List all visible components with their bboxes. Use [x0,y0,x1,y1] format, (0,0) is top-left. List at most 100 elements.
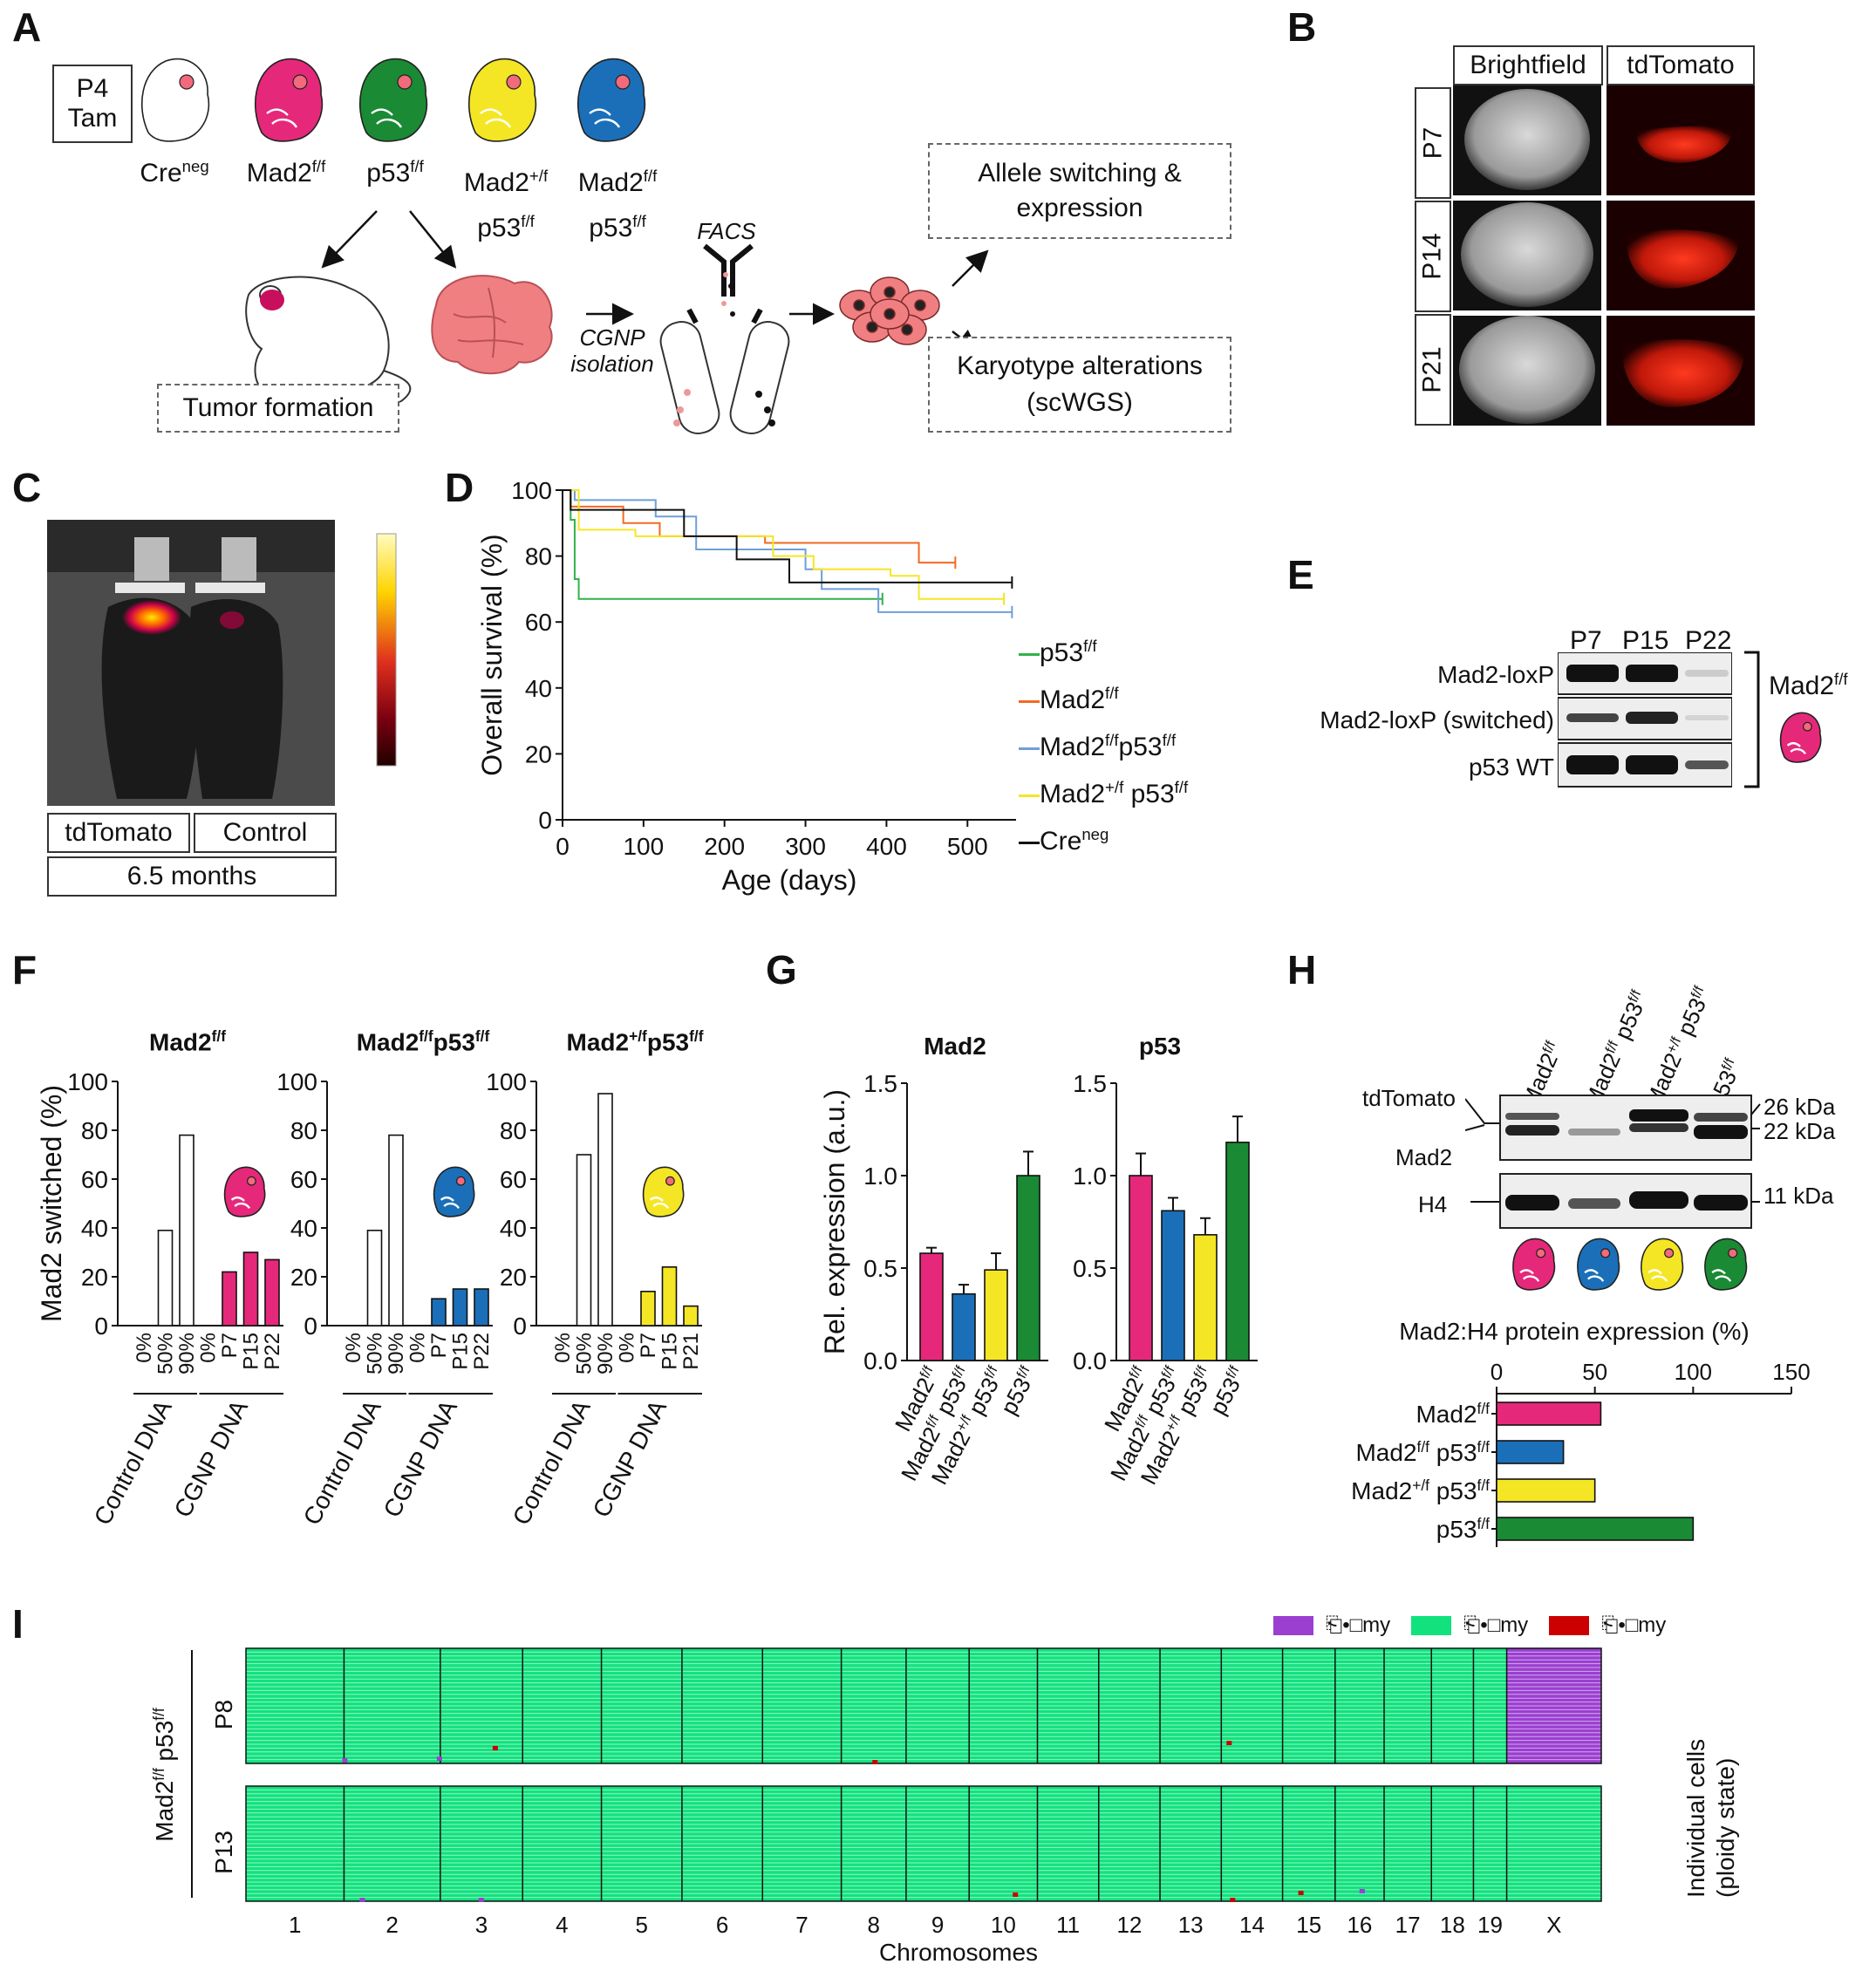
y-tick-label: 40 [525,675,552,702]
gel-bracket [1744,651,1760,788]
f-bar [157,1230,174,1327]
x-tick-label: 400 [866,833,907,860]
f-y-tick-label: 40 [500,1215,527,1242]
brightfield-p21-image [1453,316,1601,426]
wb-pup-mad2ff-icon [1512,1238,1556,1291]
h-bar [1496,1478,1596,1503]
panel-label-c: C [12,465,42,510]
kda-22-label: 22 kDa [1763,1118,1836,1144]
f-group-label-cgnp: CGNP DNA [588,1395,672,1522]
kda-26-label: 26 kDa [1763,1094,1836,1120]
row-label-p14-box: P14 [1415,201,1451,312]
f-y-tick-label: 20 [500,1264,527,1291]
p4-label: P4 [76,74,109,103]
h-x-tick-label: 100 [1675,1359,1712,1385]
g1-title: Mad2 [924,1033,986,1060]
y-tick-label: 60 [525,609,552,636]
tdtomato-header: tdTomato [1607,45,1755,85]
x-tick-label: 300 [785,833,826,860]
chromosome-label: 12 [1116,1912,1142,1938]
legend-swatch-2 [1411,1616,1452,1635]
g-bar [1129,1175,1153,1361]
survival-line [563,489,1013,613]
tumor-formation-box: Tumor formation [157,384,399,433]
legend-label-2: ⎗•□my [1463,1613,1529,1637]
f-bar [222,1271,237,1327]
survival-line [563,489,956,564]
chromosome-label: 10 [991,1912,1016,1938]
f-category-label: 0% [616,1333,639,1363]
f-y-tick-label: 60 [81,1166,108,1193]
legend-swatch-3 [1549,1616,1590,1635]
g-y-axis-label: Rel. expression (a.u.) [819,1089,850,1354]
f2-title: Mad2f/fp53f/f [356,1027,490,1056]
f-bar [683,1305,699,1327]
panel-label-f: F [12,947,38,992]
gel-row-p53wt: p53 WT [1468,754,1554,781]
f-pup-icon [642,1166,685,1217]
g-bar [1161,1210,1185,1361]
f-category-label: P15 [240,1333,263,1370]
f-category-label: 0% [551,1333,575,1363]
tdtomato-p14-image [1607,201,1755,310]
survival-line [563,489,1013,583]
ploidy-legend: ⎗•□my ⎗•□my ⎗•□my [1273,1613,1666,1638]
chromosome-label: X [1546,1912,1561,1938]
row-frame [245,1785,1602,1902]
f-group-label-cgnp: CGNP DNA [379,1395,463,1522]
f-bar [452,1288,468,1327]
f-category-label: 50% [573,1333,597,1374]
g-bar [1016,1175,1040,1361]
panel-label-d: D [445,465,474,510]
g-y-tick-label: 1.0 [1073,1163,1107,1190]
f-y-tick-label: 60 [500,1166,527,1193]
f-pup-icon [433,1166,475,1217]
workflow-illustration [245,210,989,434]
f-category-label: 0% [342,1333,365,1363]
legend-mad2ff: Mad2f/f [1019,673,1245,720]
f-category-label: 90% [175,1333,199,1374]
tam-label: Tam [67,104,118,133]
chromosome-label: 1 [289,1912,301,1938]
chromosome-label: 16 [1347,1912,1372,1938]
f-bar [597,1093,613,1327]
legend-mad2pf-p53ff: Mad2+/f p53f/f [1019,767,1245,815]
chromosome-label: 18 [1440,1912,1465,1938]
gel-genotype-label: Mad2f/f [1769,670,1848,700]
f-bar [179,1134,194,1327]
genotype-label-creneg: Creneg [140,157,209,188]
y-tick-label: 0 [538,807,552,834]
panel-label-b: B [1287,4,1317,50]
x-tick-label: 500 [947,833,988,860]
chromosome-label: 5 [636,1912,648,1938]
survival-line [563,489,1005,600]
f-y-tick-label: 100 [486,1068,527,1095]
gel-image [1558,652,1732,788]
f-bar [576,1154,592,1327]
f-y-tick-label: 100 [276,1068,317,1095]
mice-imaging-photo [47,520,335,806]
ploidy-event-mark [1230,1898,1236,1902]
luminescence-colorbar [376,533,397,767]
wb-pup-p53ff-icon [1704,1238,1748,1291]
f-y-tick-label: 40 [290,1215,317,1242]
lane-p7: P7 [1570,626,1602,655]
h-category-label: p53f/f [1436,1515,1490,1543]
g-category-label: p53f/f [995,1362,1041,1419]
y-tick-label: 100 [511,477,552,504]
panel-label-i: I [12,1601,24,1647]
h-bar [1496,1402,1602,1426]
chromosome-label: 15 [1296,1912,1321,1938]
row-label-p21: P21 [1418,346,1448,393]
ploidy-event-mark [492,1746,498,1750]
f-y-tick-label: 60 [290,1166,317,1193]
gel-pup-mad2ff-icon [1779,712,1822,763]
h-category-label: Mad2f/f [1416,1400,1490,1428]
panel-label-g: G [766,947,797,992]
f-y-axis-label: Mad2 switched (%) [36,1085,67,1322]
arrow-to-allele [952,249,989,287]
f-category-label: 0% [406,1333,430,1363]
row-label-p14: P14 [1418,233,1448,280]
kda-11-label: 11 kDa [1763,1183,1834,1209]
